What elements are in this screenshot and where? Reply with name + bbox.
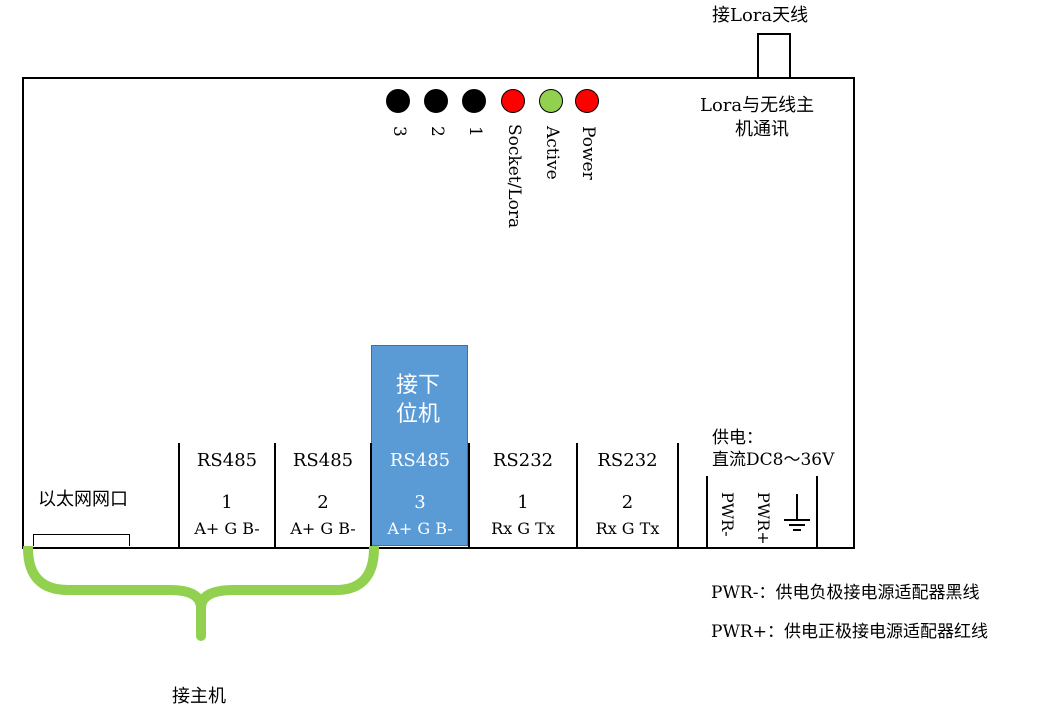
lora-note-line2: 机通讯 bbox=[735, 119, 789, 140]
port-rs232-1-type: RS232 bbox=[492, 450, 554, 471]
port-rs232-2-pins: Rx G Tx bbox=[595, 519, 660, 538]
port-rs232-1-pins: Rx G Tx bbox=[491, 519, 555, 538]
host-bracket bbox=[23, 546, 379, 641]
port-rs485-2-pins: A+ G B- bbox=[290, 519, 356, 538]
antenna-connector bbox=[757, 33, 791, 79]
led-power bbox=[575, 89, 599, 113]
led-active bbox=[539, 89, 563, 113]
antenna-label: 接Lora天线 bbox=[712, 5, 809, 26]
led-1 bbox=[462, 89, 486, 113]
port-divider bbox=[677, 443, 679, 547]
port-divider bbox=[370, 443, 372, 547]
highlight-line1: 接下 bbox=[396, 373, 441, 398]
port-rs485-1-pins: A+ G B- bbox=[194, 519, 260, 538]
port-rs485-1-number: 1 bbox=[221, 492, 233, 513]
led-socket-lora bbox=[501, 89, 525, 113]
port-rs485-3-pins: A+ G B- bbox=[387, 519, 453, 538]
ethernet-port bbox=[33, 534, 130, 546]
highlight-line2: 位机 bbox=[396, 402, 441, 427]
port-divider bbox=[468, 443, 470, 547]
host-label: 接主机 bbox=[172, 686, 226, 707]
port-divider bbox=[178, 443, 180, 547]
ethernet-label: 以太网网口 bbox=[38, 489, 128, 510]
power-divider bbox=[706, 476, 708, 547]
ground-icon bbox=[784, 494, 810, 531]
power-label: 供电： bbox=[712, 428, 763, 448]
port-rs485-2-type: RS485 bbox=[292, 450, 354, 471]
power-voltage: 直流DC8～36V bbox=[712, 450, 835, 470]
led-3 bbox=[386, 89, 410, 113]
port-divider bbox=[576, 443, 578, 547]
port-rs232-1-number: 1 bbox=[517, 492, 529, 513]
device-body bbox=[22, 77, 855, 549]
led-2-label: 2 bbox=[427, 126, 447, 137]
pwr-minus-label: PWR- bbox=[718, 492, 737, 537]
note-pwr-minus: PWR-：供电负极接电源适配器黑线 bbox=[711, 583, 980, 603]
led-active-label: Active bbox=[542, 126, 562, 180]
note-pwr-plus: PWR+：供电正极接电源适配器红线 bbox=[711, 622, 988, 642]
power-divider bbox=[816, 476, 818, 547]
led-power-label: Power bbox=[578, 126, 598, 180]
lora-note-line1: Lora与无线主 bbox=[700, 95, 815, 116]
led-socket-lora-label: Socket/Lora bbox=[504, 124, 524, 229]
port-rs485-3-number: 3 bbox=[414, 492, 426, 513]
led-2 bbox=[424, 89, 448, 113]
port-rs232-2-type: RS232 bbox=[597, 450, 658, 471]
port-rs232-2-number: 2 bbox=[621, 492, 634, 513]
port-rs485-2-number: 2 bbox=[317, 492, 329, 513]
port-rs485-3-type: RS485 bbox=[389, 450, 451, 471]
pwr-plus-label: PWR+ bbox=[754, 492, 773, 545]
port-divider bbox=[274, 443, 276, 547]
port-rs485-1-type: RS485 bbox=[196, 450, 258, 471]
led-3-label: 3 bbox=[389, 126, 409, 137]
led-1-label: 1 bbox=[465, 126, 485, 137]
